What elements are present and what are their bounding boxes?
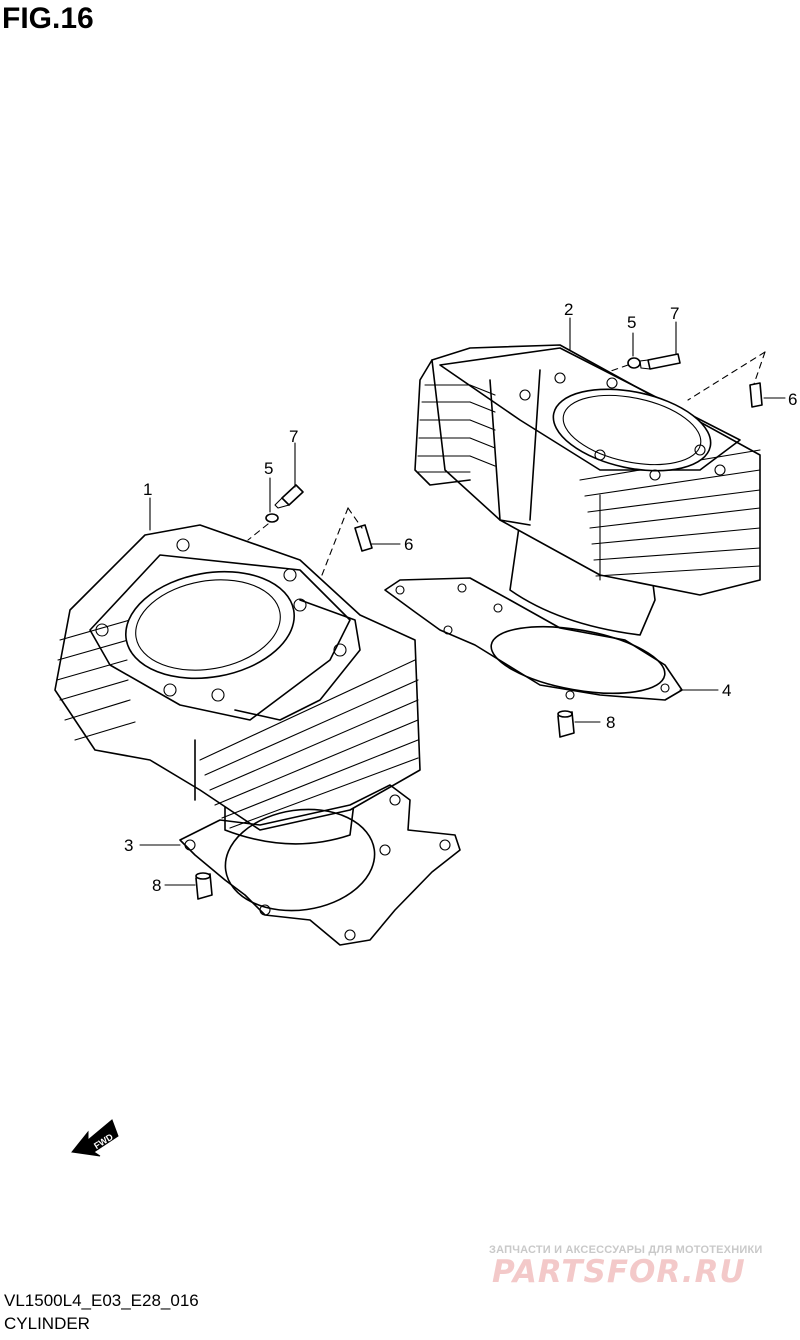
callout-6-front: 6: [404, 535, 413, 554]
callout-1: 1: [143, 480, 152, 499]
leader-lines: [139, 317, 786, 886]
callout-8-rear: 8: [606, 713, 615, 732]
callout-5-front: 5: [264, 459, 273, 478]
figure-title: FIG.16: [2, 2, 94, 35]
watermark-logo: PARTSFOR.RU: [492, 1254, 746, 1290]
callout-5-rear: 5: [627, 313, 636, 332]
rear-bolt-part-7: [639, 353, 681, 370]
diagram-code: VL1500L4_E03_E28_016: [4, 1291, 199, 1310]
front-dowel-part-8: [195, 872, 213, 900]
callout-3: 3: [124, 836, 133, 855]
rear-cylinder-part-2: [414, 344, 761, 636]
callout-2: 2: [564, 300, 573, 319]
fwd-arrow-icon: FWD: [71, 1119, 119, 1157]
front-bolt-part-7: [274, 484, 304, 509]
front-fitting-part-6: [354, 524, 373, 552]
callout-8-front: 8: [152, 876, 161, 895]
diagram-name: CYLINDER: [4, 1314, 90, 1333]
callout-6-rear: 6: [788, 390, 797, 409]
callout-7-rear: 7: [670, 304, 679, 323]
front-cylinder-gasket-part-3: [179, 784, 461, 946]
rear-dowel-part-8: [557, 710, 575, 738]
rear-washer-part-5: [627, 357, 641, 369]
watermark-tagline: ЗАПЧАСТИ И АКСЕССУАРЫ ДЛЯ МОТОТЕХНИКИ: [489, 1244, 763, 1256]
rear-fitting-part-6: [749, 382, 763, 408]
callout-7-front: 7: [289, 427, 298, 446]
front-washer-part-5: [265, 513, 279, 523]
front-cylinder-part-1: [54, 524, 421, 845]
callout-4: 4: [722, 681, 731, 700]
